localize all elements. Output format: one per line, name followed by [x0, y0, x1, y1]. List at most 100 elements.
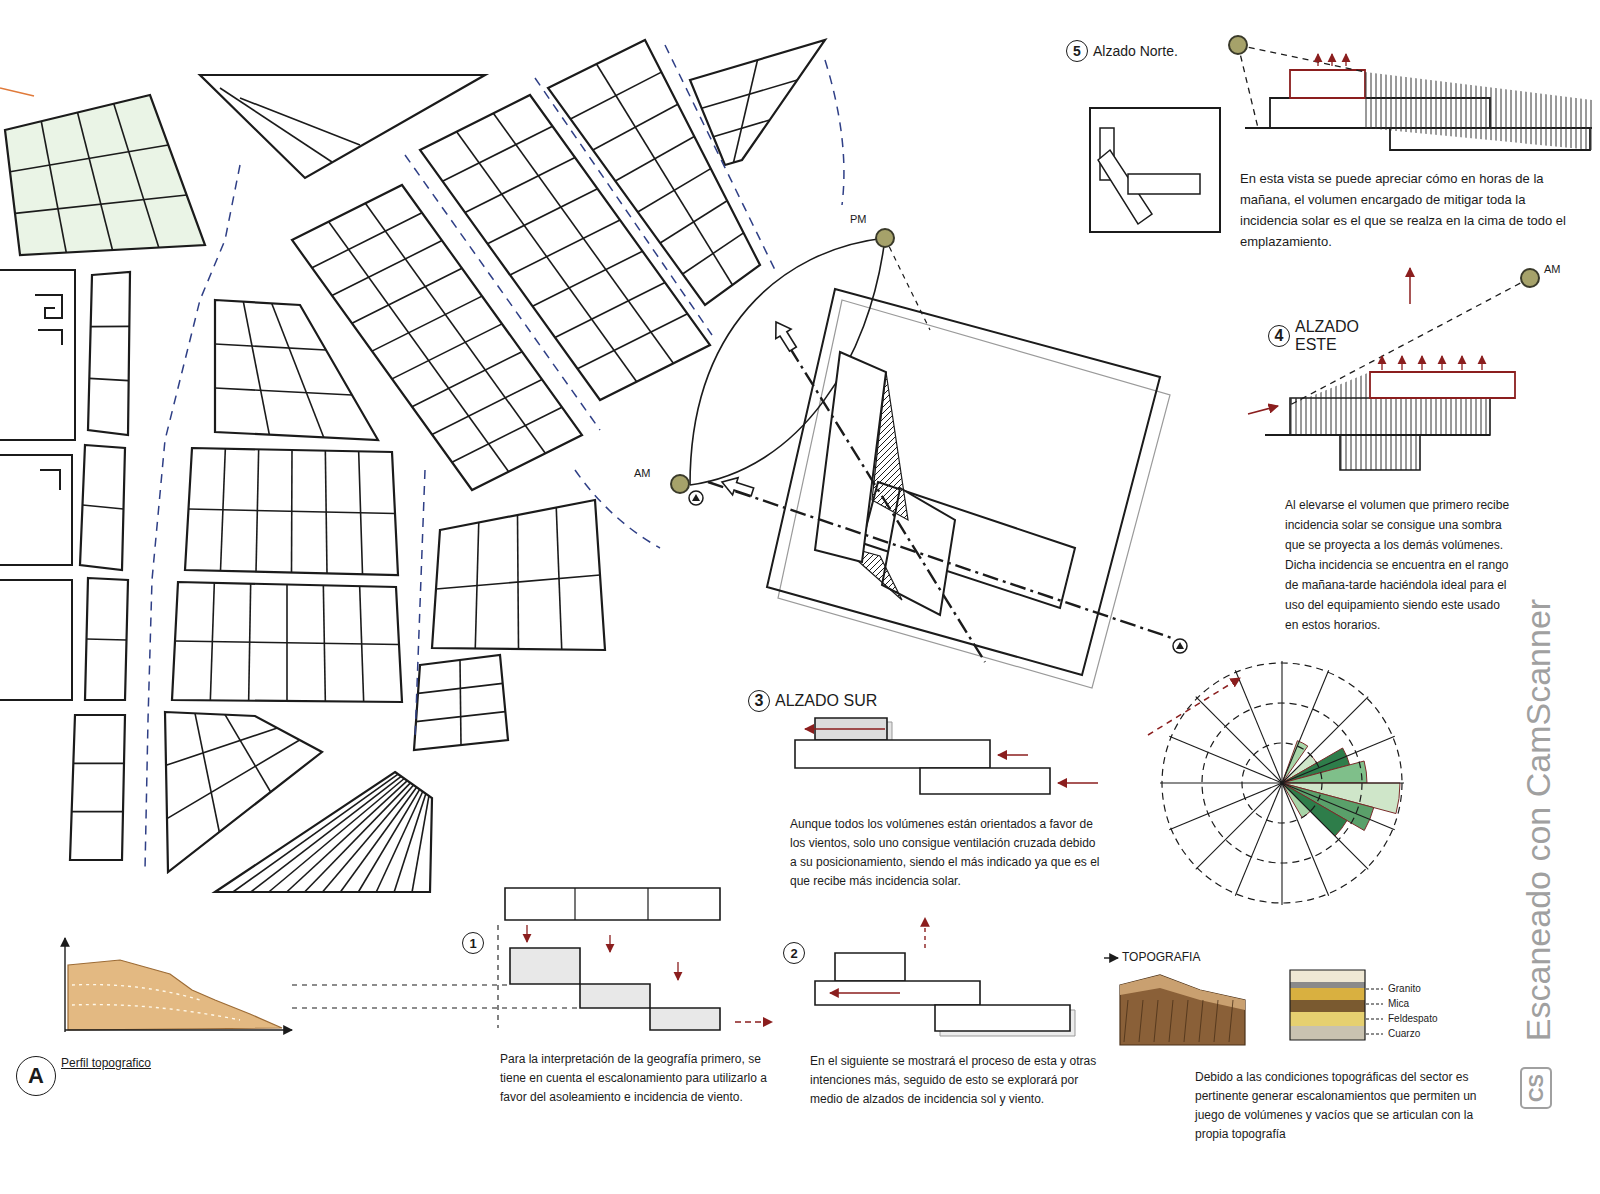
- lot-line: [340, 787, 416, 892]
- ground-line: [1265, 434, 1490, 436]
- callout-number: 2: [783, 942, 805, 964]
- city-block: [85, 578, 128, 700]
- building-outline: [40, 470, 60, 490]
- site-outline: [778, 300, 1170, 688]
- lot-line: [72, 811, 123, 813]
- city-block: [0, 455, 72, 565]
- lot-line: [15, 195, 187, 213]
- heading: ALZADO ESTE: [1295, 318, 1373, 354]
- building-volume: [1340, 435, 1420, 470]
- watermark-logo: CS: [1520, 1067, 1552, 1109]
- street-axis: [415, 470, 425, 740]
- lot-line: [175, 641, 399, 645]
- lot-line: [465, 158, 575, 213]
- wind-rose: [1160, 661, 1404, 905]
- building-volume: [650, 1008, 720, 1030]
- city-block: [185, 448, 398, 575]
- lot-line: [220, 88, 332, 162]
- sun-symbol: [876, 229, 894, 247]
- city-block: [80, 445, 125, 570]
- lot-line: [215, 388, 352, 395]
- lot-line: [488, 189, 598, 244]
- building-volume: [510, 948, 580, 984]
- building-outline: [35, 295, 62, 318]
- plan-inset: [1090, 108, 1220, 232]
- city-block: [215, 772, 432, 892]
- leader-line: [1366, 989, 1383, 990]
- note-text: En esta vista se puede apreciar cómo en …: [1240, 168, 1575, 252]
- lot-line: [638, 169, 711, 212]
- sun-ray: [885, 238, 930, 330]
- building-volume: [835, 953, 905, 981]
- lot-line: [272, 303, 324, 437]
- city-block: [215, 300, 378, 440]
- section-marker: [1173, 639, 1187, 653]
- sun-symbol: [1229, 36, 1247, 54]
- callout-number: 1: [462, 932, 484, 954]
- edge-line: [0, 88, 34, 96]
- rock-layer: [1290, 970, 1365, 982]
- flow-arrow: [1248, 406, 1278, 414]
- street-axis: [575, 470, 660, 548]
- elevation-heading: 4ALZADO ESTE: [1268, 318, 1373, 354]
- wind-axis: [790, 348, 985, 662]
- building-volume: [580, 984, 650, 1008]
- lot-line: [713, 120, 769, 137]
- note-text: Para la interpretación de la geografía p…: [500, 1050, 790, 1107]
- lot-line: [89, 378, 128, 380]
- building-outline: [38, 330, 62, 345]
- level-line: [292, 1007, 578, 1008]
- volume-division: [574, 888, 575, 920]
- terrain-section: [1120, 975, 1245, 1045]
- street-axis: [535, 78, 712, 335]
- terrain-texture: [72, 985, 200, 1000]
- street-axis: [825, 60, 844, 205]
- building-volume: [1370, 372, 1515, 398]
- lot-line: [166, 728, 277, 765]
- rose-ray: [1282, 783, 1368, 869]
- rose-ray: [1196, 783, 1282, 869]
- material-label: Mica: [1388, 997, 1409, 1010]
- lot-line: [510, 220, 620, 275]
- lot-line: [305, 783, 411, 892]
- heat-arrow: [1461, 356, 1462, 370]
- lot-line: [240, 98, 360, 145]
- building-volume: [1290, 398, 1490, 435]
- city-block: [70, 715, 125, 860]
- city-block: [690, 40, 825, 165]
- lot-line: [555, 283, 665, 338]
- lot-line: [412, 796, 429, 892]
- section-marker: [689, 491, 703, 505]
- volume-division: [647, 888, 648, 920]
- note-text: Debido a las condiciones topográficas de…: [1195, 1068, 1503, 1144]
- sun-ray: [1238, 45, 1365, 72]
- lot-line: [443, 126, 553, 181]
- rock-layer: [1290, 982, 1365, 988]
- lot-line: [167, 740, 300, 819]
- terrain-texture: [1169, 1000, 1173, 1042]
- building-volume: [1290, 70, 1365, 98]
- leader-line: [1366, 1004, 1383, 1005]
- note-text: En el siguiente se mostrará el proceso d…: [810, 1052, 1110, 1109]
- lot-line: [460, 660, 461, 745]
- wind-arrow: [998, 754, 1028, 756]
- wind-frequency: [1282, 783, 1347, 836]
- rose-ray: [1196, 697, 1282, 783]
- lot-line: [251, 776, 401, 892]
- sun-label: AM: [634, 466, 651, 480]
- site-outline: [767, 289, 1160, 675]
- street-axis: [405, 155, 600, 430]
- lot-line: [436, 575, 600, 589]
- lot-line: [416, 712, 505, 722]
- rose-ray: [1282, 736, 1395, 783]
- heading: Perfil topografico: [61, 1056, 151, 1070]
- rose-ray: [1282, 782, 1404, 783]
- terrain-texture: [1199, 1000, 1203, 1042]
- sun-label: AM: [1544, 262, 1561, 276]
- lot-line: [615, 136, 694, 181]
- heading: Alzado Norte.: [1093, 43, 1178, 59]
- heading: ALZADO SUR: [775, 692, 877, 710]
- section-marker: [692, 494, 700, 501]
- elevation-heading: 3ALZADO SUR: [748, 690, 877, 712]
